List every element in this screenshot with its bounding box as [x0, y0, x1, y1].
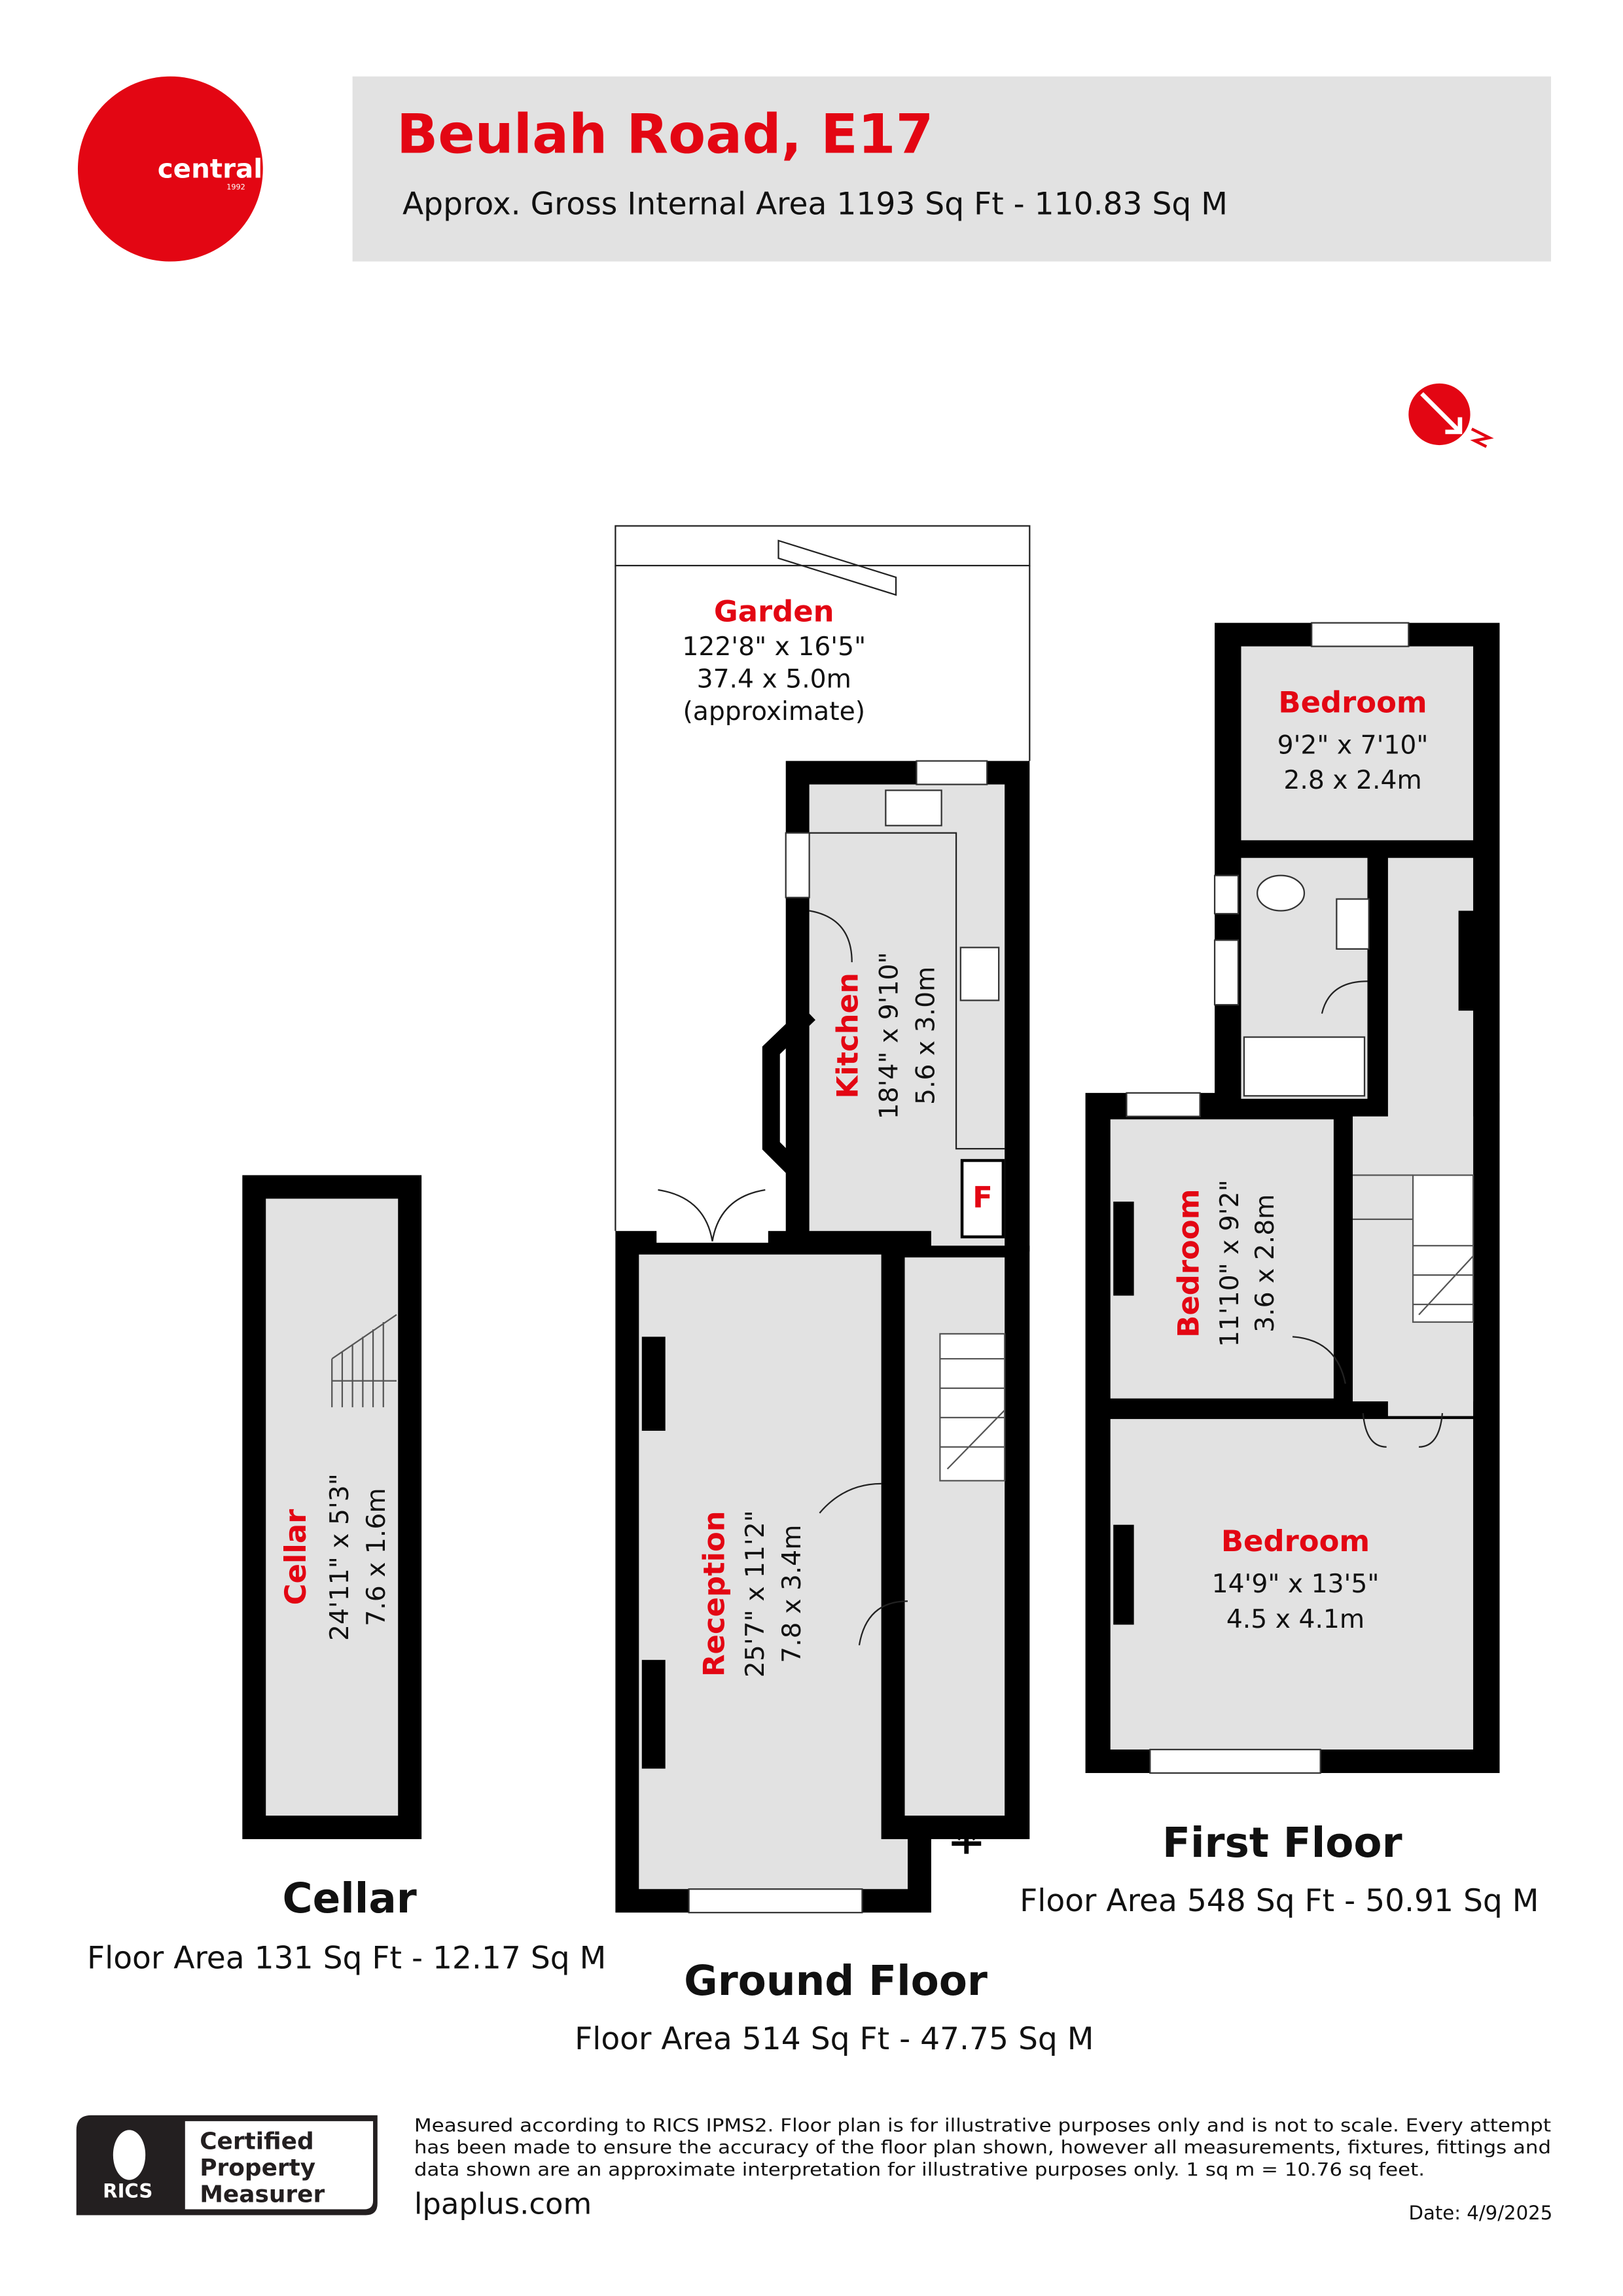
page-title: Beulah Road, E17: [397, 102, 933, 166]
plan-date: Date: 4/9/2025: [1409, 2202, 1553, 2224]
bedroom1-metric: 2.8 x 2.4m: [1283, 766, 1421, 795]
kitchen-metric: 5.6 x 3.0m: [911, 967, 940, 1105]
bedroom3-metric: 4.5 x 4.1m: [1226, 1605, 1364, 1634]
garden-note: (approximate): [683, 697, 865, 726]
reception-label: Reception: [696, 1511, 731, 1677]
logo-circle: [77, 76, 263, 262]
badge-line-2: Property: [200, 2155, 315, 2181]
badge-line-1: Certified: [200, 2128, 313, 2155]
website-link[interactable]: lpaplus.com: [414, 2186, 592, 2221]
reception-imperial: 25'7" x 11'2": [741, 1510, 770, 1677]
north-arrow-icon: [1408, 383, 1494, 448]
bedroom3-label: Bedroom: [1221, 1524, 1370, 1558]
bedroom2-metric: 3.6 x 2.8m: [1251, 1194, 1280, 1333]
kitchen-imperial: 18'4" x 9'10": [874, 952, 904, 1119]
logo: central 1992: [77, 76, 263, 262]
garden-label: Garden: [714, 594, 834, 628]
garden-imperial: 122'8" x 16'5": [682, 632, 866, 662]
logo-text: central: [158, 154, 262, 185]
bedroom1-label: Bedroom: [1278, 685, 1427, 720]
bedroom3-imperial: 14'9" x 13'5": [1212, 1570, 1380, 1599]
reception-metric: 7.8 x 3.4m: [777, 1524, 807, 1662]
cellar-title: Cellar: [283, 1874, 417, 1922]
first-floor-title: First Floor: [1162, 1819, 1402, 1867]
disclaimer-line-3: data shown are an approximate interpreta…: [414, 2159, 1425, 2180]
kitchen-label: Kitchen: [830, 973, 865, 1099]
garden-metric: 37.4 x 5.0m: [697, 664, 851, 694]
ground-floor-plan: F Garden 122'8" x 16'5" 37.4 x 5.0m (app…: [615, 525, 1031, 1914]
first-floor-plan: Bedroom 9'2" x 7'10" 2.8 x 2.4m Bedroom …: [1085, 622, 1500, 1774]
bedroom2-imperial: 11'10" x 9'2": [1215, 1179, 1245, 1347]
bedroom2-label: Bedroom: [1171, 1189, 1205, 1338]
cellar-area: Floor Area 131 Sq Ft - 12.17 Sq M: [87, 1940, 606, 1976]
disclaimer-line-1: Measured according to RICS IPMS2. Floor …: [414, 2115, 1551, 2136]
cellar-label: Cellar: [278, 1509, 313, 1605]
fridge-label: F: [972, 1180, 993, 1215]
ground-floor-title: Ground Floor: [684, 1957, 988, 2005]
header-banner: [352, 76, 1552, 262]
badge-line-3: Measurer: [200, 2181, 325, 2208]
cellar-plan: Cellar 24'11" x 5'3" 7.6 x 1.6m: [242, 1175, 422, 1839]
rics-lion-icon: [113, 2130, 146, 2180]
disclaimer-line-2: has been made to ensure the accuracy of …: [414, 2136, 1551, 2158]
cellar-metric: 7.6 x 1.6m: [362, 1488, 391, 1626]
gross-area: Approx. Gross Internal Area 1193 Sq Ft -…: [402, 187, 1228, 223]
logo-year: 1992: [226, 183, 245, 192]
cellar-imperial: 24'11" x 5'3": [325, 1473, 355, 1641]
rics-badge: RICS Certified Property Measurer: [76, 2115, 378, 2215]
bedroom1-imperial: 9'2" x 7'10": [1277, 730, 1429, 760]
first-floor-area: Floor Area 548 Sq Ft - 50.91 Sq M: [1020, 1883, 1539, 1919]
rics-text: RICS: [103, 2180, 152, 2202]
ground-floor-area: Floor Area 514 Sq Ft - 47.75 Sq M: [575, 2021, 1094, 2057]
